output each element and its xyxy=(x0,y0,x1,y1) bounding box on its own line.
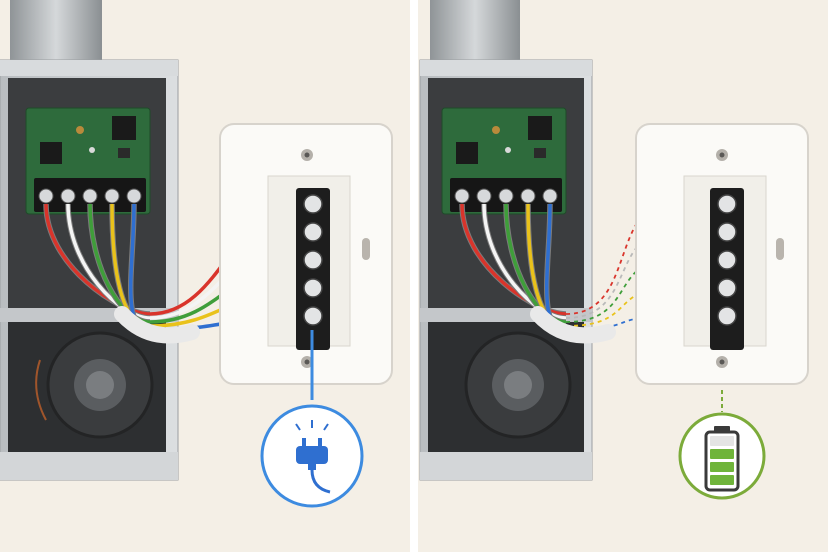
battery-bar xyxy=(710,462,734,472)
thermostat-terminal-blue xyxy=(717,306,737,326)
plug-icon xyxy=(295,420,331,494)
furnace-terminal-white xyxy=(60,188,76,204)
panel-divider xyxy=(410,0,418,552)
thermostat-terminal-white xyxy=(717,222,737,242)
duct xyxy=(430,0,520,64)
wire-white xyxy=(482,203,567,320)
wire-white xyxy=(66,203,151,320)
furnace-terminal-green xyxy=(82,188,98,204)
battery-bar xyxy=(710,436,734,446)
thermostat-terminal-yellow xyxy=(303,278,323,298)
wire-red xyxy=(44,203,151,316)
blower-motor xyxy=(464,331,572,439)
duct xyxy=(10,0,102,64)
plug-power-source xyxy=(260,330,364,508)
thermostat-terminal-blue xyxy=(303,306,323,326)
thermostat-terminal-white xyxy=(303,222,323,242)
battery-bar xyxy=(710,449,734,459)
wire-run-white xyxy=(565,231,671,319)
thermostat-terminal-yellow xyxy=(717,278,737,298)
furnace-terminal-yellow xyxy=(520,188,536,204)
furnace-terminal-red xyxy=(454,188,470,204)
furnace-terminal-white xyxy=(476,188,492,204)
thermostat-terminal-red xyxy=(717,194,737,214)
thermostat-terminal-red xyxy=(303,194,323,214)
wire-red xyxy=(460,203,567,316)
panel-battery xyxy=(418,0,828,552)
wire-run-green xyxy=(565,259,671,323)
furnace-terminal-blue xyxy=(542,188,558,204)
cable-sheath xyxy=(530,306,616,344)
blower-motor xyxy=(35,331,154,439)
battery-icon xyxy=(704,426,740,492)
battery-power-source xyxy=(678,390,766,500)
panel-wired xyxy=(0,0,410,552)
furnace-terminal-yellow xyxy=(104,188,120,204)
furnace-terminal-red xyxy=(38,188,54,204)
furnace-terminal-blue xyxy=(126,188,142,204)
battery-bar xyxy=(710,475,734,485)
control-board xyxy=(25,107,151,215)
thermostat-terminal-green xyxy=(303,250,323,270)
cable-sheath xyxy=(114,306,200,344)
thermostat-terminal-green xyxy=(717,250,737,270)
furnace-terminal-green xyxy=(498,188,514,204)
